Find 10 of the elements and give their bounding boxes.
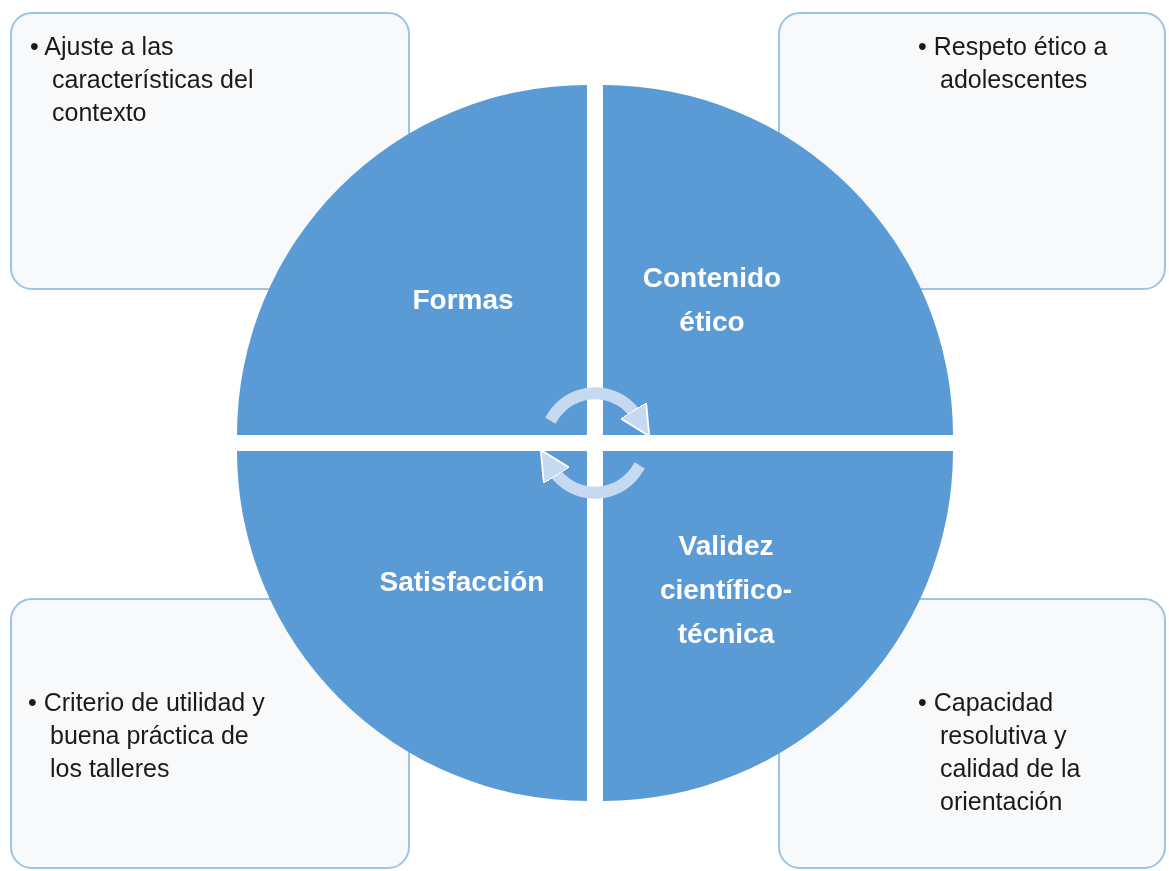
- cycle-arrow: [545, 387, 651, 437]
- bullet-text: • Criterio de utilidad y buena práctica de los talleres: [28, 687, 266, 784]
- segment-label: Validez científico-técnica: [658, 529, 794, 651]
- bullet-text: • Ajuste a las características del contexto: [30, 31, 255, 128]
- bullet-text: • Respeto ético a adolescentes: [918, 31, 1109, 95]
- bullet-text: • Capacidad resolutiva y calidad de la orientación: [918, 687, 1082, 817]
- segment-label: Contenido ético: [641, 261, 783, 339]
- segment-label: Satisfacción: [378, 565, 546, 599]
- segment-label: Formas: [411, 283, 515, 317]
- cycle-arrow: [539, 449, 645, 499]
